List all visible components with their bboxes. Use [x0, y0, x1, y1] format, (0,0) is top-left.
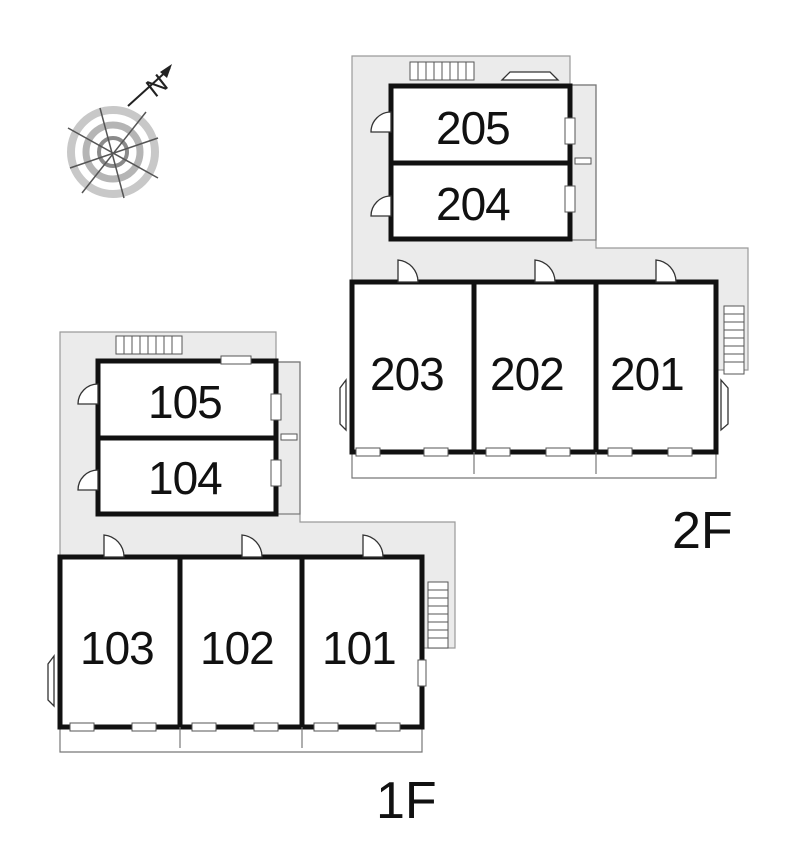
unit-number: 104 — [148, 452, 222, 504]
door-icon — [362, 534, 384, 558]
stairs-icon — [409, 61, 475, 81]
unit-202[interactable] — [471, 279, 599, 455]
door-icon — [370, 195, 392, 217]
unit-number: 105 — [148, 376, 222, 428]
stairs-icon — [427, 581, 449, 649]
door-icon — [77, 383, 99, 405]
door-icon — [655, 259, 677, 283]
floor-label: 2F — [672, 502, 733, 560]
unit-204[interactable] — [388, 160, 573, 242]
unit-number: 201 — [610, 348, 684, 400]
floor-label: 1F — [376, 772, 437, 830]
unit-number: 102 — [200, 622, 274, 674]
unit-203[interactable] — [349, 279, 477, 455]
floor-2f: 205 204 203 202 201 2F — [339, 55, 749, 560]
unit-number: 103 — [80, 622, 154, 674]
stairs-icon — [723, 305, 745, 375]
unit-number: 101 — [322, 622, 396, 674]
unit-number: 204 — [436, 178, 510, 230]
unit-102[interactable] — [177, 554, 305, 730]
door-icon — [241, 534, 263, 558]
unit-number: 203 — [370, 348, 444, 400]
door-icon — [77, 469, 99, 491]
door-icon — [397, 259, 419, 283]
unit-104[interactable] — [95, 435, 279, 517]
unit-number: 205 — [436, 102, 510, 154]
unit-101[interactable] — [299, 554, 425, 730]
door-icon — [103, 534, 125, 558]
door-icon — [370, 111, 392, 133]
unit-number: 202 — [490, 348, 564, 400]
floor-1f: 105 104 103 102 101 1F — [47, 331, 456, 830]
unit-201[interactable] — [593, 279, 719, 455]
door-icon — [534, 259, 556, 283]
north-compass-icon: N — [67, 64, 173, 199]
stairs-icon — [115, 335, 183, 355]
